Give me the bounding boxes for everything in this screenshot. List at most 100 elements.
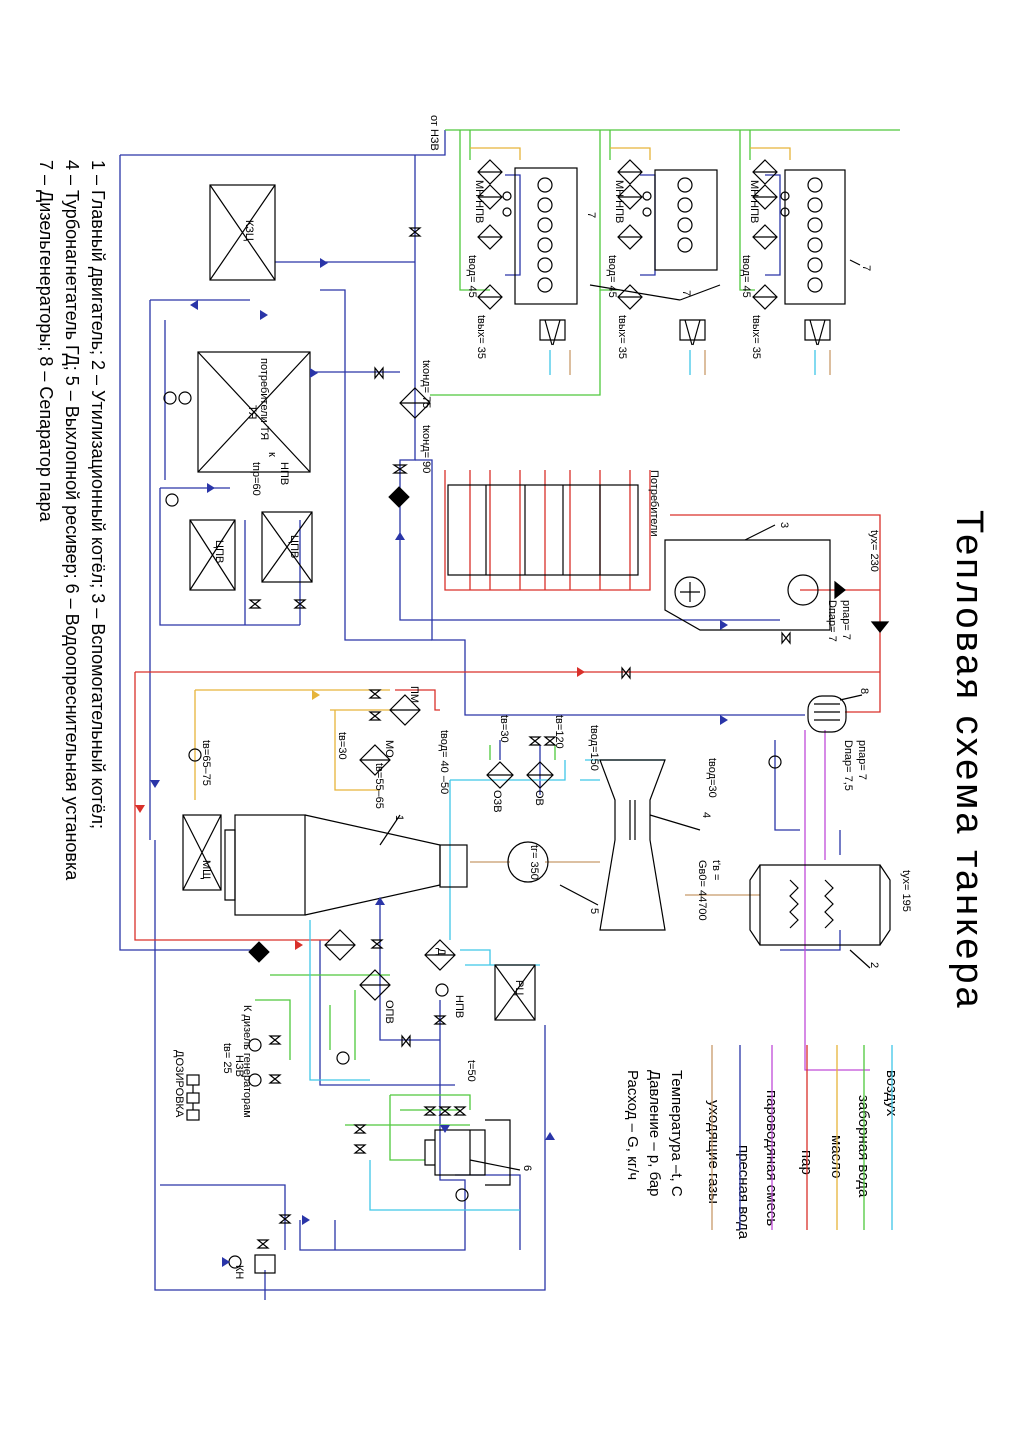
steam-lines [134, 470, 881, 941]
label-d-par-75: Dпар= 7,5 [842, 740, 854, 791]
label-t-kond-75: tконд= 75 [420, 360, 432, 409]
main-engine [224, 814, 468, 916]
exhaust-lines [470, 350, 831, 896]
label-t-vod-30: tвод=30 [706, 758, 718, 798]
label-tv-120: tв=120 [553, 715, 565, 749]
label-pm: ПМ [408, 686, 420, 704]
pv-exchanger [324, 929, 356, 961]
label-d: Д [435, 948, 447, 956]
valves [248, 227, 791, 1249]
label-mo: МО [383, 740, 395, 758]
npv-box [261, 511, 313, 583]
label-opv: ОПВ [383, 1000, 395, 1024]
label-mn-npv-1: МН НПВ [473, 180, 485, 224]
label-t-vod-40-50: tвод= 40 –50 [438, 730, 450, 795]
label-t-vykh-35-3: tвых= 35 [750, 315, 762, 360]
label-num-5: 5 [588, 908, 600, 915]
label-t-50: t=50 [465, 1060, 477, 1082]
mo-exchanger [359, 744, 391, 776]
dosing-unit [186, 1074, 200, 1121]
label-num-7-2: 7 [680, 290, 692, 297]
label-tpr-60: tпр=60 [250, 462, 262, 496]
label-tspv-2: ЦПВ [213, 540, 225, 564]
desalination-unit [424, 1119, 511, 1186]
flow-arrows [150, 258, 728, 1267]
label-kn: КН [233, 1265, 245, 1280]
kzts-box [209, 184, 276, 281]
label-tspv-1: ЦПВ [288, 535, 300, 559]
label-tg-350: tг= 350 [528, 845, 540, 880]
turbocharger [599, 759, 666, 931]
label-ozv: ОЗВ [491, 790, 503, 813]
label-t-ukh-230: tух= 230 [868, 530, 880, 572]
steam-water-lines [804, 730, 870, 1071]
label-t-vod-45-3: tвод= 45 [740, 255, 752, 298]
mshch-box [182, 814, 222, 891]
label-p-par-7: pпар= 7 [840, 600, 852, 640]
label-tya: ТЯ [246, 405, 258, 420]
waste-heat-boiler [749, 864, 891, 946]
label-p-par-75: pпар= 7 [856, 740, 868, 780]
label-potrebiteli: Потребители [648, 470, 660, 537]
label-num-4: 4 [700, 812, 712, 819]
label-tv-55-65: tв=55–65 [373, 763, 385, 809]
d-exchanger [424, 939, 456, 971]
label-mn-npv-2: МН НПВ [613, 180, 625, 224]
oil-lines [194, 147, 791, 800]
label-mn-npv-3: МН НПВ [748, 180, 760, 224]
label-npv-2: НПВ [453, 995, 465, 1019]
kn-tank [254, 1254, 276, 1274]
ov-exchanger [526, 761, 554, 789]
label-nzv: НЗВ [233, 1055, 245, 1077]
footnote-line-2: 4 – Турбонагнетатель ГД; 5 – Выхлопной р… [62, 160, 82, 881]
label-kzts: КЗЦ [243, 220, 255, 242]
label-tv-65-75: tв=65–75 [200, 740, 212, 786]
pumps [163, 191, 790, 1269]
label-num-7-1: 7 [585, 212, 597, 219]
label-num-8: 8 [858, 688, 870, 695]
diesel-generator-2 [654, 169, 718, 346]
label-ov: ОВ [533, 790, 545, 806]
label-num-7-3: 7 [860, 265, 872, 272]
oil-arrows [312, 690, 320, 700]
equipment [163, 159, 891, 1274]
label-t-ukh-195: tух= 195 [900, 870, 912, 912]
label-t-vod-45-1: tвод= 45 [466, 255, 478, 298]
trap-2 [248, 941, 270, 963]
auxiliary-boiler [664, 539, 831, 631]
steam-check-valves [834, 580, 890, 633]
ozv-exchanger [486, 761, 514, 789]
footnote-line-3: 7 – Дизельгенераторы; 8 – Сепаратор пара [36, 160, 56, 522]
label-t-vykh-35-2: tвых= 35 [616, 315, 628, 360]
rts-box [494, 964, 536, 1021]
consumers-block [447, 484, 639, 576]
label-d-par-7: Dпар= 7 [826, 600, 838, 642]
steam-arrows [135, 667, 585, 950]
label-dv-25: tв= 25 [221, 1043, 233, 1074]
label-t-v: t'в = [710, 860, 722, 881]
exhaust-receiver [507, 841, 549, 883]
tya-box [197, 351, 311, 473]
label-npv: НПВ [278, 462, 290, 486]
label-t-kond-90: tконд= 90 [420, 425, 432, 474]
diesel-generator-1 [514, 167, 578, 346]
label-tv-30: tв=30 [498, 715, 510, 743]
pm-exchanger [389, 694, 421, 726]
trap-1 [388, 486, 410, 508]
label-potrebiteli-tya: потребители ТЯ [258, 358, 270, 441]
tspv-box [189, 519, 236, 591]
condenser-exchanger [399, 387, 431, 419]
label-k: к [266, 452, 278, 457]
label-t-vod-45-2: tвод= 45 [606, 255, 618, 298]
label-dozirovka: ДОЗИРОВКА [173, 1050, 185, 1118]
footnote-line-1: 1 – Главный двигатель; 2 – Утилизационны… [88, 160, 108, 829]
label-num-2: 2 [868, 962, 880, 969]
steam-separator [807, 695, 847, 733]
fresh-water-lines [119, 130, 841, 1300]
opv-exchanger [359, 969, 391, 1001]
label-num-1: 1 [393, 815, 405, 822]
label-rts: РЦ [513, 980, 525, 996]
label-from-nzv: от НЗВ [428, 115, 440, 151]
